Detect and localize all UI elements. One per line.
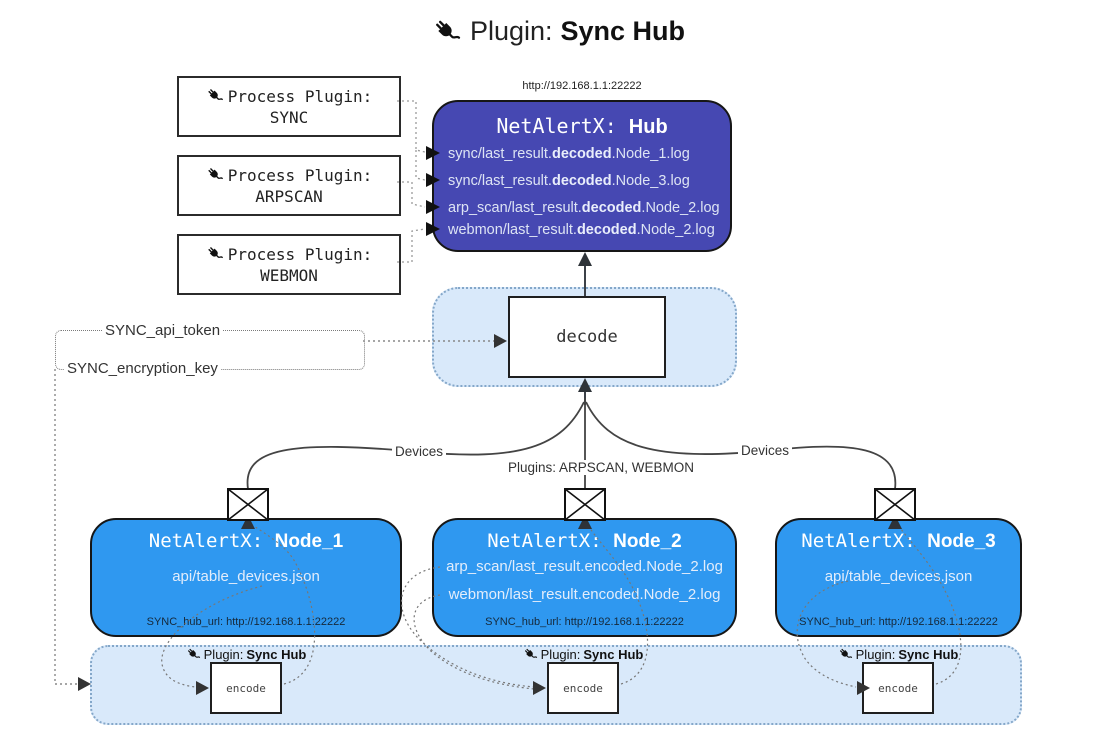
encoder-plugin-label: Plugin: Sync Hub xyxy=(813,647,983,662)
hub-log-line: sync/last_result.decoded.Node_1.log xyxy=(448,146,690,162)
process-plugin-arpscan: Process Plugin: ARPSCAN xyxy=(177,155,401,216)
process-plugin-name: ARPSCAN xyxy=(255,186,323,206)
envelope-icon xyxy=(564,488,606,521)
edge-label-devices-right: Devices xyxy=(738,443,793,458)
node-title: NetAlertX: Node_2 xyxy=(487,530,682,552)
node-2-box: NetAlertX: Node_2 arp_scan/last_result.e… xyxy=(432,518,737,637)
encode-box: encode xyxy=(862,662,934,714)
envelope-icon xyxy=(874,488,916,521)
sync-api-token-label: SYNC_api_token xyxy=(102,322,224,339)
node-file-line: webmon/last_result.encoded.Node_2.log xyxy=(448,586,721,603)
title-bold: Sync Hub xyxy=(560,16,686,46)
plug-icon xyxy=(187,648,200,658)
hub-url-label: http://192.168.1.1:22222 xyxy=(522,80,642,92)
process-plugin-name: WEBMON xyxy=(260,265,318,285)
node-hub-url: SYNC_hub_url: http://192.168.1.1:22222 xyxy=(799,616,998,628)
page-title: Plugin: Sync Hub xyxy=(0,16,1117,47)
decode-box: decode xyxy=(508,296,666,378)
sync-encryption-key-label: SYNC_encryption_key xyxy=(64,360,221,377)
edge-label-plugins: Plugins: ARPSCAN, WEBMON xyxy=(505,460,698,475)
hub-box: NetAlertX: Hub sync/last_result.decoded.… xyxy=(432,100,732,252)
node-file-line: api/table_devices.json xyxy=(824,568,973,585)
node-file-line: arp_scan/last_result.encoded.Node_2.log xyxy=(446,558,723,575)
process-plugin-label: Process Plugin: xyxy=(227,165,373,185)
hub-title-prefix: NetAlertX: xyxy=(496,114,629,138)
plug-icon xyxy=(435,20,461,39)
hub-log-line: webmon/last_result.decoded.Node_2.log xyxy=(448,222,715,238)
node-file-line: api/table_devices.json xyxy=(172,568,320,585)
encode-box: encode xyxy=(547,662,619,714)
encoder-plugin-label: Plugin: Sync Hub xyxy=(498,647,668,662)
node-hub-url: SYNC_hub_url: http://192.168.1.1:22222 xyxy=(485,616,684,628)
process-plugin-label: Process Plugin: xyxy=(227,244,373,264)
edge-label-devices-left: Devices xyxy=(392,444,447,459)
plug-icon xyxy=(208,247,223,259)
plug-icon xyxy=(839,648,852,658)
title-prefix: Plugin: xyxy=(469,16,553,46)
plug-icon xyxy=(524,648,537,658)
encoder-plugin-label: Plugin: Sync Hub xyxy=(161,647,331,662)
process-plugin-webmon: Process Plugin: WEBMON xyxy=(177,234,401,295)
process-plugin-sync: Process Plugin: SYNC xyxy=(177,76,401,137)
node-3-box: NetAlertX: Node_3 api/table_devices.json… xyxy=(775,518,1022,637)
hub-title-bold: Hub xyxy=(628,116,668,138)
hub-log-line: arp_scan/last_result.decoded.Node_2.log xyxy=(448,200,720,216)
node-1-box: NetAlertX: Node_1 api/table_devices.json… xyxy=(90,518,402,637)
node-title: NetAlertX: Node_1 xyxy=(148,530,344,552)
encode-box: encode xyxy=(210,662,282,714)
plug-icon xyxy=(208,89,223,101)
node-hub-url: SYNC_hub_url: http://192.168.1.1:22222 xyxy=(146,616,346,628)
process-plugin-label: Process Plugin: xyxy=(227,86,373,106)
node-title: NetAlertX: Node_3 xyxy=(801,530,996,552)
envelope-icon xyxy=(227,488,269,521)
hub-log-line: sync/last_result.decoded.Node_3.log xyxy=(448,173,690,189)
process-plugin-name: SYNC xyxy=(269,107,309,127)
plug-icon xyxy=(208,168,223,180)
hub-title: NetAlertX: Hub xyxy=(434,114,730,139)
